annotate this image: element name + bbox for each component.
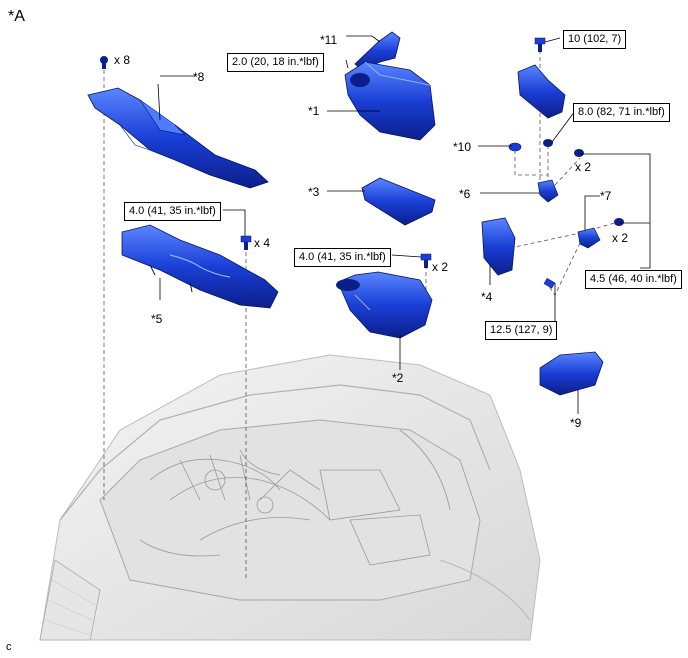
part-label-3: *3: [308, 185, 320, 199]
part-label-6: *6: [459, 187, 471, 201]
clip-icon: [100, 56, 108, 69]
quantity-nut-b: x 2: [612, 231, 629, 245]
bolt-icon-bottom: [543, 278, 556, 289]
torque-bottom: 12.5 (127, 9): [485, 321, 558, 340]
bolt-icon-top: [534, 37, 546, 52]
leader-lines: [157, 35, 651, 414]
torque-mid: 8.0 (82, 71 in.*lbf): [573, 103, 670, 122]
part-inlet-duct: [121, 224, 279, 309]
part-air-cleaner-case: [336, 271, 433, 339]
torque-bracket: 4.5 (46, 40 in.*lbf): [585, 270, 682, 289]
corner-code: c: [6, 641, 12, 653]
part-filter-element: [361, 177, 436, 226]
part-label-11: *11: [320, 33, 338, 47]
torque-duct: 4.0 (41, 35 in.*lbf): [124, 202, 221, 221]
part-label-4: *4: [481, 290, 493, 304]
torque-top: 10 (102, 7): [563, 30, 627, 49]
part-cover: [539, 351, 604, 396]
bolt-icon-case: [420, 253, 432, 268]
quantity-nut-a: x 2: [575, 160, 592, 174]
torque-air-cleaner: 2.0 (20, 18 in.*lbf): [227, 53, 324, 72]
part-control-unit: [481, 217, 516, 276]
nut-icon-10: [508, 142, 522, 152]
part-label-9: *9: [570, 416, 582, 430]
part-air-cleaner-assembly: [344, 61, 436, 141]
bolt-icon-duct: [240, 235, 252, 250]
nut-icon-b: [614, 218, 624, 226]
part-air-cleaner-hose: [354, 31, 401, 71]
part-label-7: *7: [600, 189, 612, 203]
nut-icon-mid: [543, 139, 553, 147]
view-label: *A: [8, 8, 25, 25]
part-small-bracket: [537, 179, 559, 203]
part-cowl-panel: [87, 87, 269, 189]
quantity-duct-bolt: x 4: [254, 236, 271, 250]
torque-case: 4.0 (41, 35 in.*lbf): [294, 248, 391, 267]
quantity-clip: x 8: [114, 53, 131, 67]
part-label-8: *8: [193, 70, 205, 84]
part-label-1: *1: [308, 104, 320, 118]
nut-icon-a: [574, 149, 584, 157]
part-label-10: *10: [453, 140, 472, 154]
part-label-5: *5: [151, 312, 163, 326]
part-ecu-bracket: [577, 227, 601, 249]
quantity-case-bolt: x 2: [432, 260, 449, 274]
vehicle-engine-compartment: [39, 354, 541, 641]
part-upper-bracket: [517, 64, 566, 119]
part-label-2: *2: [392, 371, 404, 385]
